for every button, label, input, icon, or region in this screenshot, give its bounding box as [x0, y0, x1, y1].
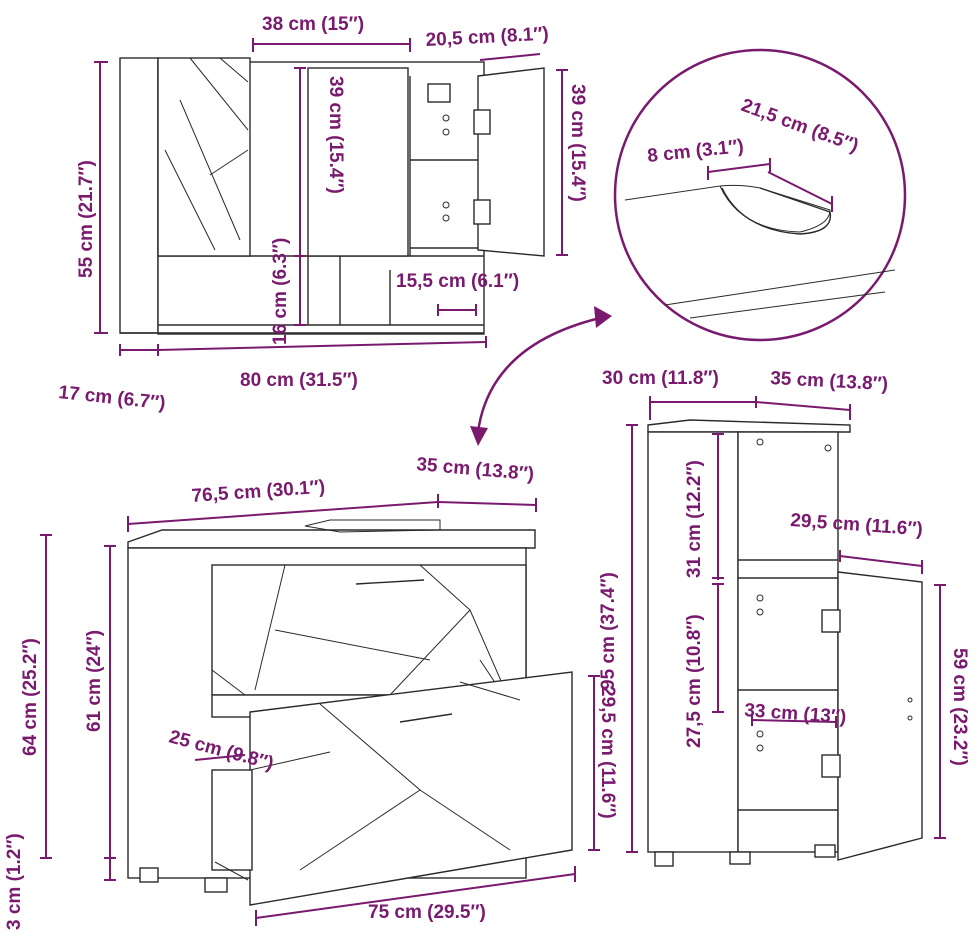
label-vanity-drawer-height: 29,5 cm (11.6″) — [597, 686, 618, 819]
label-vanity-feet-height: 3 cm (1.2″) — [4, 833, 25, 930]
label-vanity-width: 76,5 cm (30.1″) — [191, 477, 326, 507]
label-tall-door-height: 59 cm (23.2″) — [949, 648, 970, 766]
wall-cabinet-illustration — [119, 57, 545, 335]
label-tall-width: 30 cm (11.8″) — [602, 368, 719, 389]
detail-arrow — [476, 316, 601, 433]
label-wall-door-width: 38 cm (15″) — [262, 14, 364, 35]
label-wall-width: 80 cm (31.5″) — [240, 370, 358, 391]
label-tall-height: 95 cm (37.4″) — [598, 572, 619, 690]
label-wall-open-shelf-height: 16 cm (6.3″) — [270, 238, 291, 345]
label-wall-height: 55 cm (21.7″) — [76, 160, 97, 278]
label-wall-compartment-height: 39 cm (15.4″) — [325, 76, 346, 194]
label-vanity-body-height: 61 cm (24″) — [84, 630, 105, 732]
vanity-unit-illustration — [127, 519, 573, 906]
label-wall-inner-depth: 15,5 cm (6.1″) — [396, 271, 519, 292]
label-tall-top-compartment: 31 cm (12.2″) — [684, 460, 705, 578]
detail-arrow-head-top — [594, 306, 612, 328]
label-wall-depth: 17 cm (6.7″) — [57, 382, 166, 414]
label-vanity-depth: 35 cm (13.8″) — [416, 454, 535, 485]
basin-detail-illustration — [613, 48, 907, 342]
dimension-lines — [40, 38, 946, 926]
detail-arrow-head-bottom — [470, 426, 488, 446]
label-wall-right-door-height: 39 cm (15.4″) — [567, 84, 588, 202]
label-wall-right-door-width: 20,5 cm (8.1″) — [425, 24, 549, 51]
label-tall-depth: 35 cm (13.8″) — [770, 368, 889, 395]
label-tall-middle-compartment: 27,5 cm (10.8″) — [684, 614, 705, 748]
label-vanity-drawer-width: 75 cm (29.5″) — [368, 902, 486, 923]
label-vanity-total-height: 64 cm (25.2″) — [20, 638, 41, 756]
tall-cabinet-illustration — [647, 419, 923, 867]
